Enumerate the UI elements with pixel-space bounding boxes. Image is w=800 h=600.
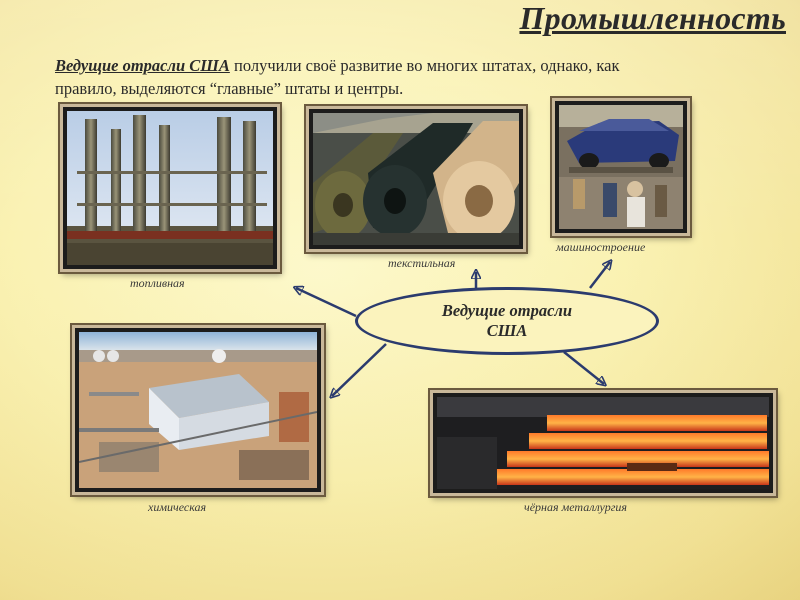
fuel-industry-photo [60, 104, 280, 272]
chemical-plant-image [79, 332, 317, 488]
chemical-industry-photo [72, 325, 324, 495]
fuel-caption: топливная [130, 276, 185, 290]
hot-steel-slabs-image [437, 397, 769, 489]
slide-title: Промышленность [519, 0, 786, 36]
car-factory-image [559, 105, 683, 229]
machine-caption: машиностроение [556, 240, 646, 254]
textile-industry-photo [306, 106, 526, 252]
arrow-to-fuel [296, 288, 357, 318]
chemical-caption: химическая [148, 500, 207, 514]
hub-line1: Ведущие отрасли [441, 301, 573, 320]
metallurgy-photo [430, 390, 776, 496]
intro-lead: Ведущие отрасли США [55, 56, 230, 75]
refinery-image [67, 111, 273, 265]
textile-caption: текстильная [388, 256, 456, 270]
intro-text: Ведущие отрасли США получили своё развит… [55, 54, 775, 100]
arrow-to-chemical [332, 343, 387, 396]
intro-rest-line1: получили своё развитие во многих штатах,… [229, 56, 620, 75]
arrow-to-machine [589, 262, 610, 289]
hub-line2: США [486, 321, 528, 340]
arrow-to-metallurgy [563, 351, 604, 384]
fabric-rolls-image [313, 113, 519, 245]
intro-rest-line2: правило, выделяются “главные” штаты и це… [55, 79, 404, 98]
hub-ellipse: Ведущие отрасли США [355, 287, 659, 355]
metallurgy-caption: чёрная металлургия [524, 500, 627, 514]
machine-building-photo [552, 98, 690, 236]
